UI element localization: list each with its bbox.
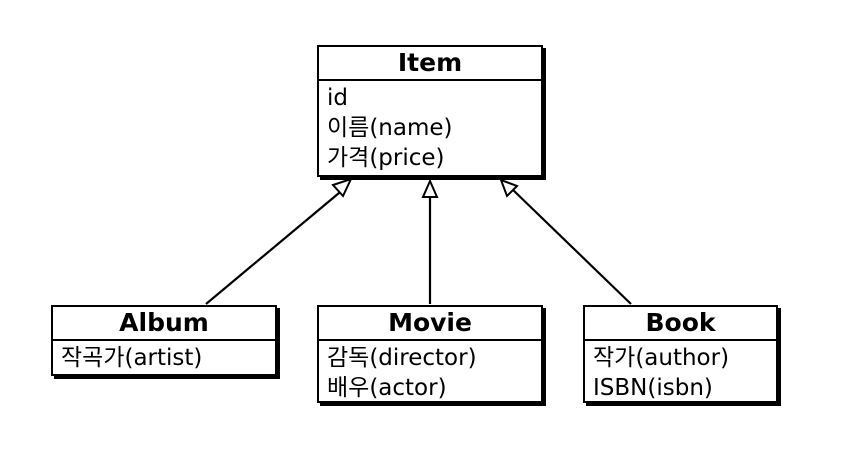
movie-inheritance-arrowhead bbox=[421, 178, 439, 198]
class-movie: Movie 감독(director) 배우(actor) bbox=[317, 305, 543, 403]
class-album-attributes: 작곡가(artist) bbox=[53, 341, 275, 373]
album-to-item-line bbox=[205, 187, 346, 305]
class-movie-attributes: 감독(director) 배우(actor) bbox=[319, 341, 541, 403]
attribute: 작가(author) bbox=[593, 345, 730, 371]
class-album: Album 작곡가(artist) bbox=[51, 305, 277, 376]
attribute: 가격(price) bbox=[327, 145, 445, 171]
attribute: id bbox=[327, 85, 348, 111]
class-item-name: Item bbox=[319, 47, 541, 81]
book-inheritance-arrowhead bbox=[499, 178, 519, 198]
class-book: Book 작가(author) ISBN(isbn) bbox=[583, 305, 778, 403]
class-movie-name: Movie bbox=[319, 307, 541, 341]
book-to-item-line bbox=[511, 188, 632, 305]
class-book-attributes: 작가(author) ISBN(isbn) bbox=[585, 341, 776, 403]
class-item: Item id 이름(name) 가격(price) bbox=[317, 45, 543, 177]
attribute: 배우(actor) bbox=[327, 375, 447, 401]
attribute: 감독(director) bbox=[327, 345, 477, 371]
class-book-name: Book bbox=[585, 307, 776, 341]
class-item-attributes: id 이름(name) 가격(price) bbox=[319, 81, 541, 173]
album-inheritance-arrowhead bbox=[331, 177, 353, 198]
attribute: ISBN(isbn) bbox=[593, 375, 713, 401]
attribute: 작곡가(artist) bbox=[61, 345, 203, 371]
class-album-name: Album bbox=[53, 307, 275, 341]
attribute: 이름(name) bbox=[327, 115, 453, 141]
